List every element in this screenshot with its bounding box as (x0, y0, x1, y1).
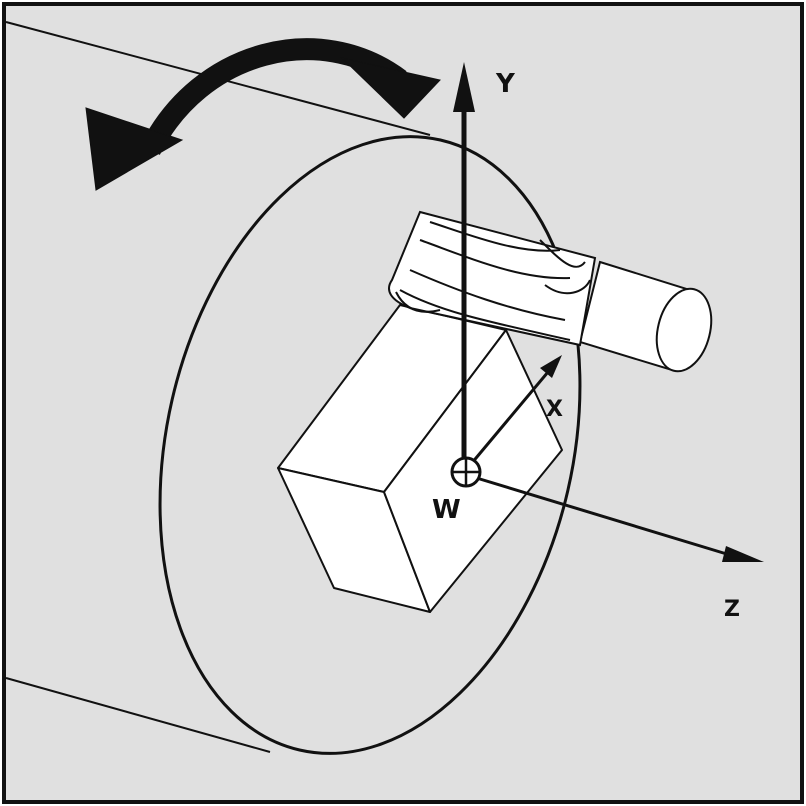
y-axis-label: Y (495, 69, 516, 99)
z-axis-label: Z (724, 597, 740, 622)
y-axis (453, 62, 475, 470)
cylinder-bottom-edge (5, 677, 271, 753)
x-axis-label: X (546, 397, 563, 422)
origin-label: W (432, 495, 461, 525)
x-axis (464, 355, 562, 471)
z-axis (469, 474, 764, 562)
rotation-arrow-icon (85, 38, 441, 191)
workpiece-origin-icon (450, 456, 482, 488)
milling-cutter-icon (388, 210, 713, 373)
